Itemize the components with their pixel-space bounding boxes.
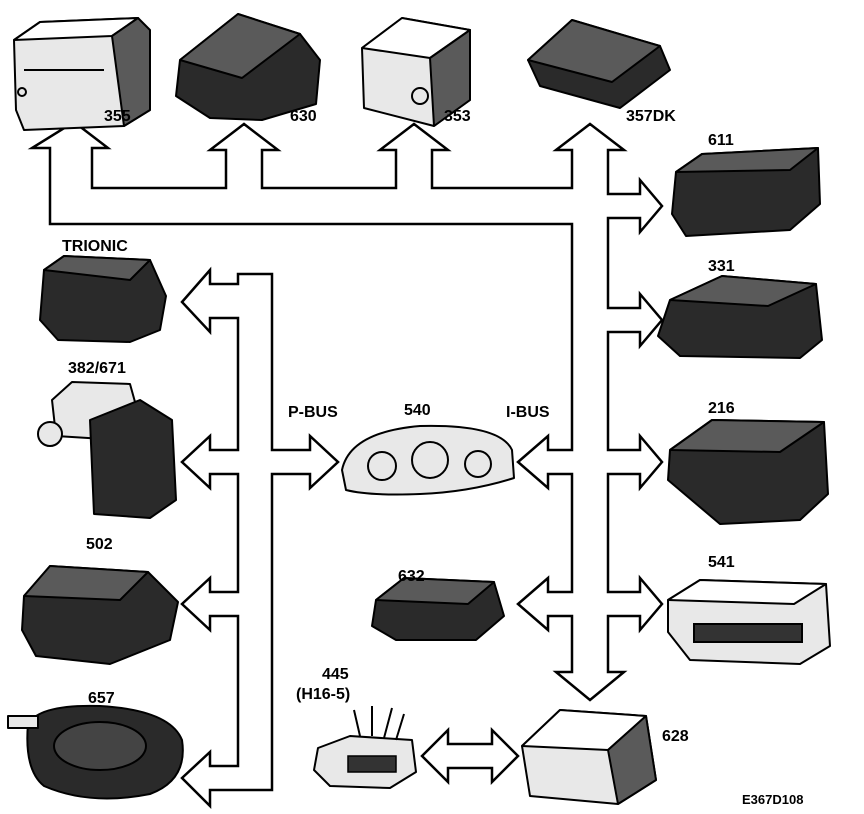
- module-331-icon: [657, 275, 823, 359]
- label-628: 628: [662, 728, 689, 745]
- label-630: 630: [290, 108, 317, 125]
- module-657-icon: [7, 704, 184, 800]
- module-628-icon: [521, 709, 657, 805]
- module-382-671-icon: [37, 381, 177, 519]
- module-445-connector-icon: [313, 706, 417, 789]
- label-357dk: 357DK: [626, 108, 676, 125]
- label-445: 445: [322, 666, 349, 683]
- module-trionic-icon: [39, 255, 167, 343]
- module-611-icon: [671, 147, 821, 237]
- label-382-671: 382/671: [68, 360, 126, 377]
- label-502: 502: [86, 536, 113, 553]
- module-502-icon: [21, 565, 179, 665]
- label-657: 657: [88, 690, 115, 707]
- label-353: 353: [444, 108, 471, 125]
- module-357dk-icon: [527, 19, 671, 109]
- label-355: 355: [104, 108, 131, 125]
- label-611: 611: [708, 132, 734, 149]
- module-353-icon: [361, 17, 471, 127]
- label-331: 331: [708, 258, 735, 275]
- label-trionic: TRIONIC: [62, 238, 128, 255]
- figure-reference: E367D108: [742, 792, 804, 807]
- module-632-icon: [371, 577, 505, 641]
- diagnostic-arrow: [420, 726, 520, 786]
- label-540: 540: [404, 402, 431, 419]
- module-541-icon: [667, 579, 831, 665]
- p-bus-trunk: [180, 266, 340, 810]
- module-216-icon: [667, 419, 829, 525]
- module-355-icon: [13, 17, 151, 131]
- label-632: 632: [398, 568, 425, 585]
- module-540-cluster-icon: [341, 424, 515, 496]
- label-p-bus: P-BUS: [288, 404, 338, 421]
- i-bus-top-trunk: [27, 120, 664, 702]
- label-541: 541: [708, 554, 735, 571]
- label-216: 216: [708, 400, 735, 417]
- label-i-bus: I-BUS: [506, 404, 550, 421]
- label-445-sub: (H16-5): [296, 686, 351, 703]
- module-630-icon: [175, 13, 321, 121]
